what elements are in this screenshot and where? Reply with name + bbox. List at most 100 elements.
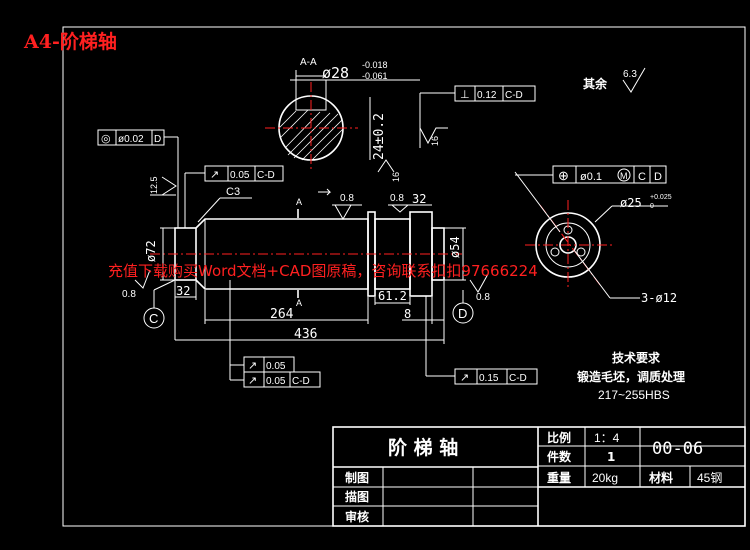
svg-text:⊥: ⊥ [460, 89, 470, 101]
svg-text:D: D [458, 306, 467, 321]
svg-text:C3: C3 [226, 186, 240, 198]
svg-text:D: D [654, 171, 662, 183]
svg-text:↗: ↗ [460, 372, 469, 384]
svg-text:D: D [154, 134, 161, 145]
svg-text:其余: 其余 [583, 76, 608, 91]
svg-text:0.8: 0.8 [122, 289, 136, 300]
svg-text:↗: ↗ [248, 375, 257, 387]
trace-label: 描图 [345, 489, 369, 504]
tol-frame-runout-b1: ↗ 0.05 [243, 356, 295, 373]
roughness-0-8-center: 0.8 [332, 193, 362, 221]
dim-61-2: 61.2 [374, 289, 411, 305]
svg-text:6.3: 6.3 [623, 69, 637, 80]
dim-d25: ø25 [620, 196, 642, 210]
keyway-dim: 24±0.2 [372, 113, 387, 160]
roughness-0-8-dright: 0.8 [469, 273, 490, 303]
svg-text:0.05: 0.05 [266, 376, 286, 387]
svg-text:C: C [638, 171, 646, 183]
dim-436: 436 [175, 324, 445, 344]
dim-d54: ø54 [444, 227, 466, 281]
roughness-other: 其余 6.3 [583, 67, 646, 93]
svg-text:C-D: C-D [505, 90, 523, 101]
svg-text:16: 16 [430, 136, 440, 146]
tol-frame-perp: ⊥ 0.12 C-D [419, 85, 536, 148]
svg-text:0.15: 0.15 [479, 373, 499, 384]
scale-label: 比例 [547, 430, 571, 445]
chamfer-c3: C3 [197, 186, 252, 223]
section-diameter: ø28 [322, 64, 349, 82]
count-value: 1 [607, 450, 615, 464]
section-tol-upper: -0.018 [362, 60, 388, 70]
tech-requirements: 技术要求 锻造毛坯，调质处理 217~255HBS [577, 350, 685, 402]
material-label: 材料 [648, 470, 673, 485]
svg-text:C-D: C-D [509, 373, 527, 384]
dim-264: 264 [204, 290, 369, 324]
drawing-number: 00-06 [652, 439, 703, 459]
svg-text:217~255HBS: 217~255HBS [598, 388, 670, 402]
svg-text:ø0.1: ø0.1 [580, 171, 602, 183]
dim-32-top: 32 [412, 192, 426, 206]
svg-text:264: 264 [270, 307, 294, 322]
scale-value: 1：4 [594, 431, 620, 445]
roughness-16-mid: 16 [377, 159, 401, 182]
svg-text:32: 32 [176, 284, 190, 298]
tol-frame-position: ⊕ ø0.1 M C D [515, 165, 667, 184]
section-mark-top: A [296, 197, 302, 207]
svg-text:⊕: ⊕ [558, 168, 569, 183]
datum-d: D [452, 290, 474, 324]
svg-text:0.8: 0.8 [340, 193, 354, 204]
svg-text:16: 16 [391, 172, 401, 182]
dim-d72: ø72 [144, 227, 175, 281]
count-label: 件数 [547, 449, 572, 464]
material-value: 45钢 [697, 471, 722, 485]
dim-8: 8 [402, 281, 445, 324]
svg-text:锻造毛坯，调质处理: 锻造毛坯，调质处理 [577, 369, 685, 384]
tol-frame-coax: ◎ ø0.02 D [97, 129, 179, 228]
svg-text:C: C [149, 311, 158, 326]
weight-label: 重量 [547, 470, 571, 485]
shaft-view: A A [150, 188, 462, 308]
section-mark-bottom: A [296, 298, 302, 308]
part-name: 阶 梯 轴 [388, 436, 458, 459]
svg-text:0.12: 0.12 [477, 90, 497, 101]
roughness-12-5: 12.5 [149, 176, 177, 196]
draw-label: 制图 [345, 470, 369, 485]
svg-text:◎: ◎ [101, 133, 111, 145]
svg-text:61.2: 61.2 [378, 289, 407, 303]
svg-text:↗: ↗ [210, 169, 219, 181]
weight-value: 20kg [592, 471, 618, 485]
tol-frame-runout-right: ↗ 0.15 C-D [425, 296, 538, 385]
tol-frame-runout-b2: ↗ 0.05 C-D [229, 280, 321, 388]
dim-32-bottom: 32 [174, 281, 197, 340]
svg-text:M: M [620, 171, 628, 181]
svg-text:ø0.02: ø0.02 [118, 134, 144, 145]
section-view: A-A ø28 -0.018 -0.061 24±0.2 [265, 57, 420, 172]
datum-c: C [143, 279, 176, 329]
svg-text:12.5: 12.5 [149, 176, 159, 194]
svg-text:C-D: C-D [292, 376, 310, 387]
svg-text:↗: ↗ [248, 360, 257, 372]
svg-text:0.05: 0.05 [230, 170, 250, 181]
review-label: 审核 [345, 509, 369, 524]
svg-text:技术要求: 技术要求 [612, 350, 661, 365]
section-label: A-A [300, 57, 317, 68]
tol-frame-runout-top: ↗ 0.05 C-D [184, 165, 284, 228]
svg-text:8: 8 [404, 307, 411, 321]
roughness-0-8-left: 0.8 [122, 269, 151, 300]
svg-text:436: 436 [294, 327, 317, 342]
section-tol-lower: -0.061 [362, 71, 388, 81]
svg-text:ø54: ø54 [448, 236, 462, 258]
dim-d25-tol-low: 0 [650, 203, 654, 210]
dim-d25-tol: +0.025 [650, 194, 672, 201]
end-view [514, 171, 668, 299]
drawing-title: A4-阶梯轴 [23, 30, 117, 53]
svg-text:ø72: ø72 [144, 240, 158, 262]
dim-3-d12: 3-ø12 [641, 291, 677, 305]
title-block: 阶 梯 轴 比例 1：4 件数 1 重量 20kg 材料 45钢 00-06 制… [332, 426, 746, 527]
svg-text:C-D: C-D [257, 170, 275, 181]
watermark: 充值下载购买Word文档+CAD图原稿，咨询联系扣扣97666224 [108, 262, 538, 280]
roughness-0-8-right: 0.8 32 [388, 192, 432, 213]
svg-text:0.8: 0.8 [390, 193, 404, 204]
svg-text:0.05: 0.05 [266, 361, 286, 372]
